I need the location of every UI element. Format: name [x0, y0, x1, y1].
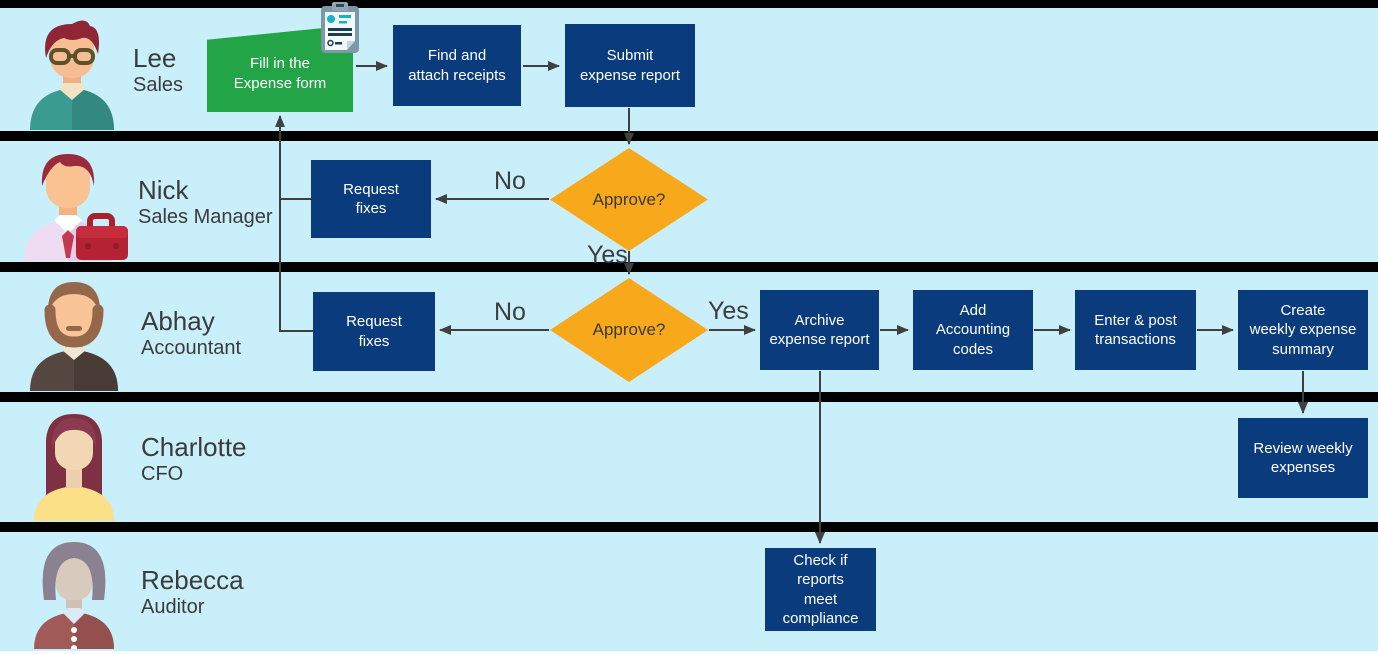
- avatar-lee-icon: [30, 20, 114, 130]
- node-check-compliance: Check if reports meet compliance: [765, 548, 876, 631]
- lane-divider: [0, 522, 1378, 532]
- lane-divider: [0, 262, 1378, 272]
- node-request-fixes-manager: Request fixes: [311, 160, 431, 238]
- lane-name: Abhay: [141, 306, 215, 336]
- lane-name: Rebecca: [141, 565, 244, 595]
- lane-role: Accountant: [141, 337, 242, 359]
- lane-label-rebecca: Rebecca Auditor: [141, 565, 244, 619]
- node-archive-expense-report: Archive expense report: [760, 290, 879, 370]
- lane-divider: [0, 392, 1378, 402]
- avatar-abhay-icon: [30, 282, 118, 391]
- avatar-nick-icon: [24, 154, 128, 261]
- node-request-fixes-accountant: Request fixes: [313, 292, 435, 371]
- node-submit-expense-report: Submit expense report: [565, 24, 695, 107]
- lane-name: Charlotte: [141, 432, 247, 462]
- lane-label-lee: Lee Sales: [133, 43, 183, 97]
- node-add-accounting-codes: Add Accounting codes: [913, 290, 1033, 370]
- lane-name: Lee: [133, 43, 177, 73]
- avatar-charlotte-icon: [34, 414, 114, 521]
- edge-label-no-manager: No: [494, 167, 526, 195]
- lane-label-charlotte: Charlotte CFO: [141, 432, 247, 486]
- node-review-weekly-expenses: Review weekly expenses: [1238, 418, 1368, 498]
- node-find-attach-receipts: Find and attach receipts: [393, 25, 521, 106]
- avatar-rebecca-icon: [34, 542, 114, 649]
- lane-role: Sales: [133, 74, 184, 96]
- lane-row-cfo: [0, 402, 1378, 522]
- lane-divider: [0, 131, 1378, 141]
- lane-role: CFO: [141, 463, 184, 485]
- lane-label-abhay: Abhay Accountant: [141, 306, 241, 360]
- edge-label-no-accountant: No: [494, 298, 526, 326]
- edge-label-yes-accountant: Yes: [708, 297, 749, 325]
- lane-label-nick: Nick Sales Manager: [138, 175, 273, 229]
- clipboard-icon: [321, 2, 359, 53]
- lane-name: Nick: [138, 175, 189, 205]
- lane-role: Sales Manager: [138, 206, 273, 228]
- lane-role: Auditor: [141, 596, 205, 618]
- edge-label-yes-manager: Yes: [587, 241, 628, 269]
- node-create-weekly-summary: Create weekly expense summary: [1238, 290, 1368, 370]
- lane-divider: [0, 0, 1378, 8]
- lane-row-auditor: [0, 532, 1378, 651]
- node-enter-post-transactions: Enter & post transactions: [1075, 290, 1196, 370]
- node-fill-expense-form: Fill in the Expense form: [207, 25, 353, 112]
